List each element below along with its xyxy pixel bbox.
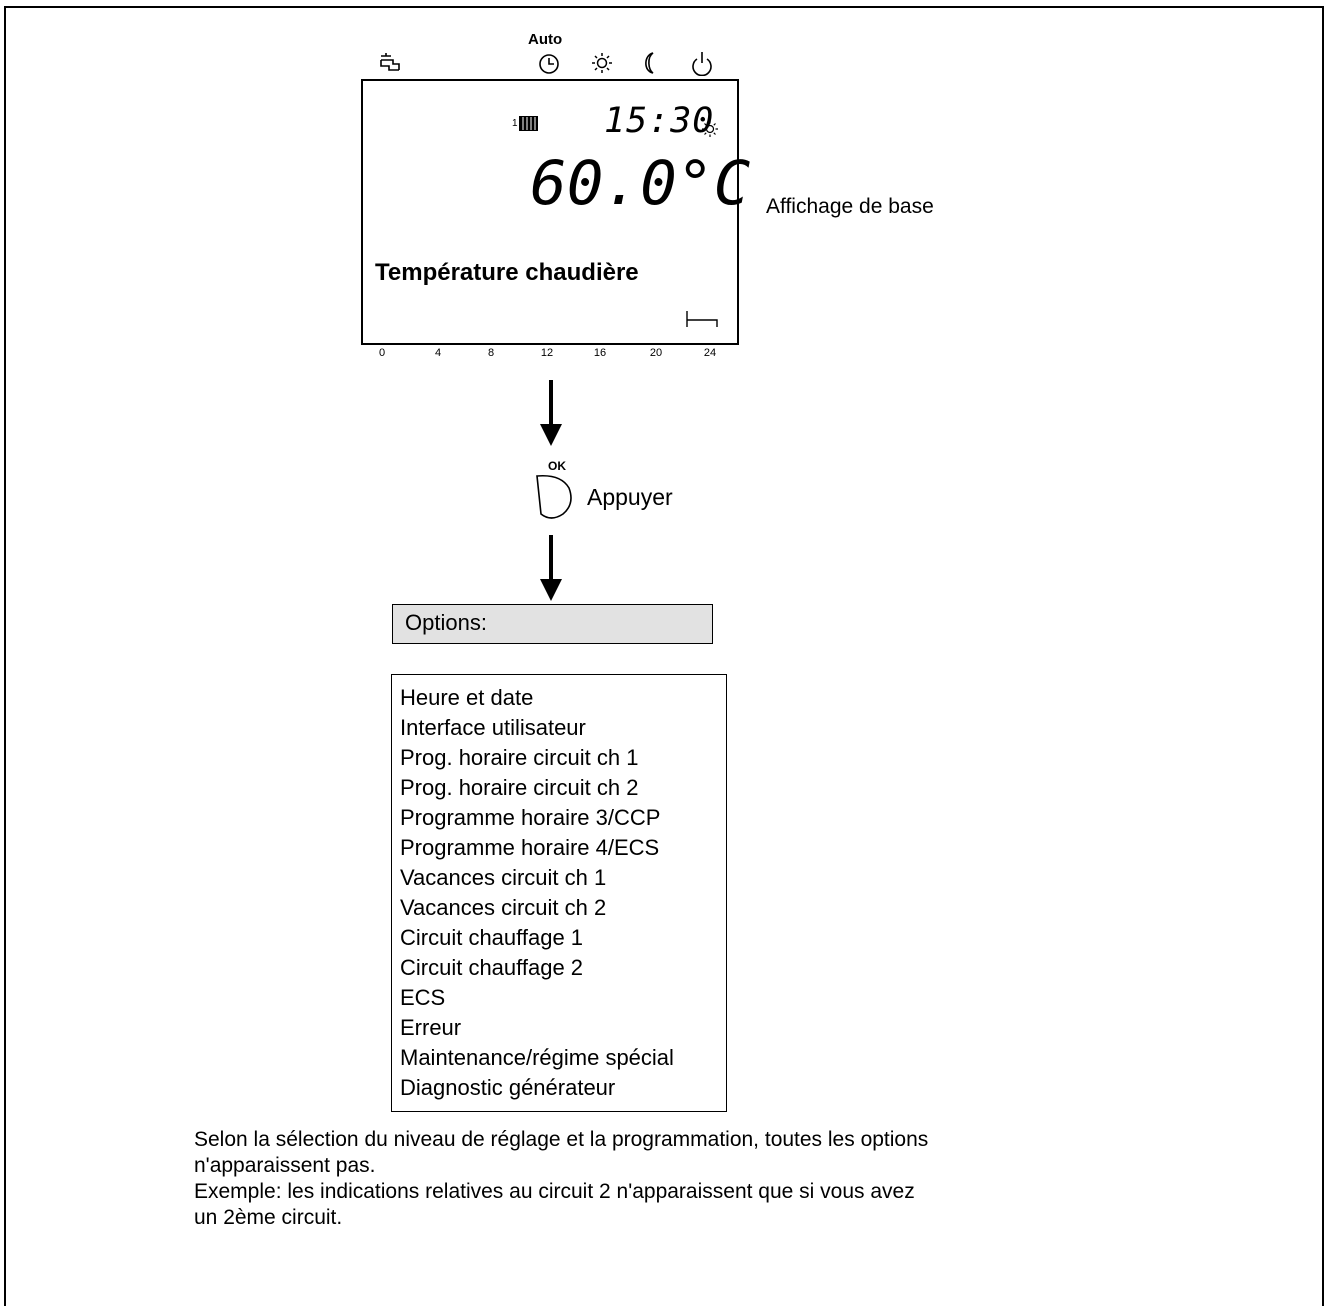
footnote-line: Selon la sélection du niveau de réglage … (194, 1128, 929, 1151)
down-arrow-icon (540, 380, 562, 446)
menu-item[interactable]: Circuit chauffage 2 (400, 955, 584, 980)
circuit-number: 1 (512, 118, 518, 129)
menu-item[interactable]: Programme horaire 4/ECS (400, 835, 660, 860)
timeline-tick: 20 (649, 347, 663, 359)
moon-icon (645, 52, 654, 74)
ok-label: OK (548, 459, 566, 473)
power-icon (692, 52, 712, 76)
options-menu: Heure et date Interface utilisateur Prog… (391, 674, 727, 1112)
footnote-line: n'apparaissent pas. (194, 1154, 376, 1177)
menu-item[interactable]: Heure et date (400, 685, 534, 710)
menu-item[interactable]: Maintenance/régime spécial (400, 1045, 674, 1070)
menu-item[interactable]: Prog. horaire circuit ch 1 (400, 745, 639, 770)
lcd-time: 15:30 (604, 101, 715, 141)
menu-item[interactable]: Prog. horaire circuit ch 2 (400, 775, 639, 800)
menu-item[interactable]: Diagnostic générateur (400, 1075, 616, 1100)
menu-item[interactable]: ECS (400, 985, 446, 1010)
base-display-caption: Affichage de base (766, 195, 934, 218)
clock-icon (539, 54, 559, 74)
sun-small-icon (702, 121, 718, 137)
timeline-tick: 24 (703, 347, 717, 359)
menu-item[interactable]: Vacances circuit ch 1 (400, 865, 607, 890)
menu-item[interactable]: Vacances circuit ch 2 (400, 895, 607, 920)
auto-mode-label: Auto (528, 31, 563, 48)
timeline-tick: 4 (434, 347, 442, 359)
footnote-line: un 2ème circuit. (194, 1206, 343, 1229)
hot-water-tap-icon (380, 53, 400, 71)
press-instruction: Appuyer (587, 484, 673, 510)
page-frame (4, 6, 1324, 1306)
menu-item[interactable]: Programme horaire 3/CCP (400, 805, 661, 830)
menu-item[interactable]: Erreur (400, 1015, 462, 1040)
menu-item[interactable]: Interface utilisateur (400, 715, 586, 740)
timeline-tick: 0 (378, 347, 386, 359)
timeline-tick: 16 (593, 347, 607, 359)
down-arrow-icon (540, 535, 562, 601)
lcd-display: 1 15:30 60.0°C Température chaudière (361, 79, 750, 345)
bed-icon (686, 311, 718, 327)
footnote: Selon la sélection du niveau de réglage … (194, 1127, 1144, 1231)
options-header: Options: (392, 604, 713, 644)
timeline-tick: 8 (487, 347, 495, 359)
footnote-line: Exemple: les indications relatives au ci… (194, 1180, 915, 1203)
menu-item[interactable]: Circuit chauffage 1 (400, 925, 584, 950)
sun-icon (592, 53, 612, 73)
radiator-icon (519, 116, 538, 131)
ok-button[interactable] (531, 470, 579, 524)
lcd-label: Température chaudière (375, 259, 639, 286)
timeline-tick: 12 (540, 347, 554, 359)
lcd-temperature: 60.0°C (530, 148, 751, 219)
